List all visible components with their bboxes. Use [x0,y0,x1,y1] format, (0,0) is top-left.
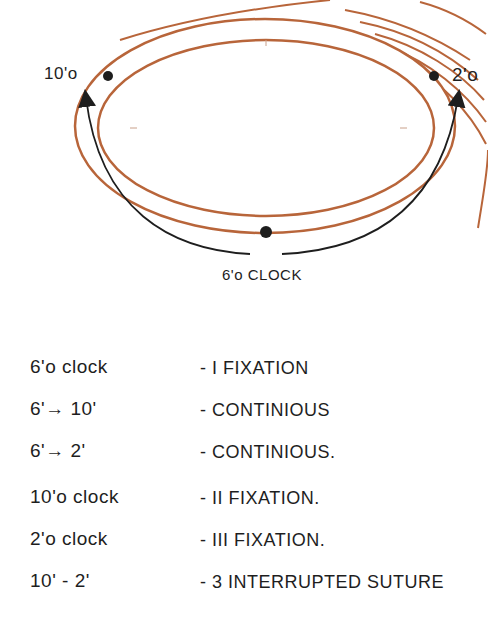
table-step: - CONTINIOUS [200,400,330,422]
table-position: 6'→ 10' [30,398,97,421]
table-step: - III FIXATION. [200,530,325,552]
clock-label: 2'o [452,64,478,87]
fixation-dot [103,71,113,81]
table-step: - CONTINIOUS. [200,442,336,464]
table-step: - I FIXATION [200,358,309,380]
clock-label: 6'o CLOCK [222,266,302,284]
table-position: 6'o clock [30,356,108,379]
suture-arrow [86,98,250,254]
table-step: - 3 INTERRUPTED SUTURE [200,572,444,594]
table-position: 10' - 2' [30,570,90,593]
inner-lumen [98,40,434,216]
table-position: 6'→ 2' [30,440,86,463]
table-position: 10'o clock [30,486,119,509]
table-step: - II FIXATION. [200,488,320,510]
fixation-dot [429,71,439,81]
tick-marks [130,40,407,128]
clock-label: 10'o [44,64,78,84]
fixation-dot [260,226,272,238]
table-position: 2'o clock [30,528,108,551]
suture-arrow [282,98,458,254]
outer-wall [75,19,455,233]
